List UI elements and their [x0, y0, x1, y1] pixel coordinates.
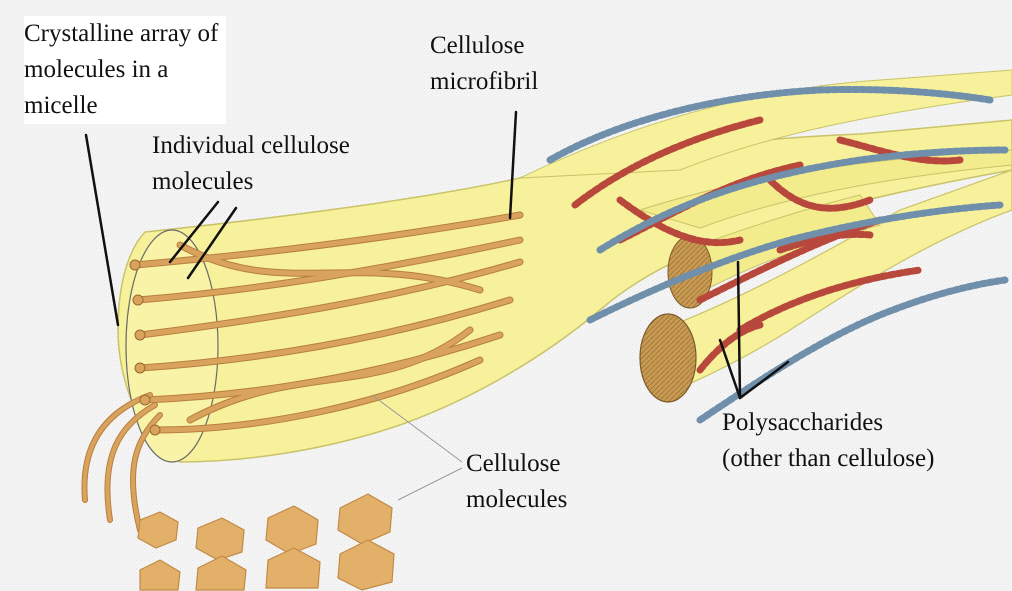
- label-crystalline-line-3: micelle: [24, 88, 218, 124]
- label-microfibril-line-2: microfibril: [430, 64, 538, 100]
- label-crystalline-line-2: molecules in a: [24, 52, 218, 88]
- branch-cross-section: [640, 314, 696, 402]
- label-polysaccharides-line-2: (other than cellulose): [722, 441, 934, 477]
- label-microfibril-line-1: Cellulose: [430, 28, 538, 64]
- label-crystalline-line-1: Crystalline array of: [24, 16, 218, 52]
- label-molecules-line-1: Cellulose: [466, 446, 567, 482]
- label-polysaccharides: Polysaccharides (other than cellulose): [722, 405, 934, 477]
- label-cellulose-microfibril: Cellulose microfibril: [430, 28, 538, 100]
- label-molecules-line-2: molecules: [466, 482, 567, 518]
- label-individual-cellulose-molecules: Individual cellulose molecules: [152, 128, 350, 200]
- label-polysaccharides-line-1: Polysaccharides: [722, 405, 934, 441]
- label-cellulose-molecules: Cellulose molecules: [466, 446, 567, 518]
- label-crystalline-array: Crystalline array of molecules in a mice…: [24, 16, 226, 124]
- label-individual-line-2: molecules: [152, 164, 350, 200]
- label-individual-line-1: Individual cellulose: [152, 128, 350, 164]
